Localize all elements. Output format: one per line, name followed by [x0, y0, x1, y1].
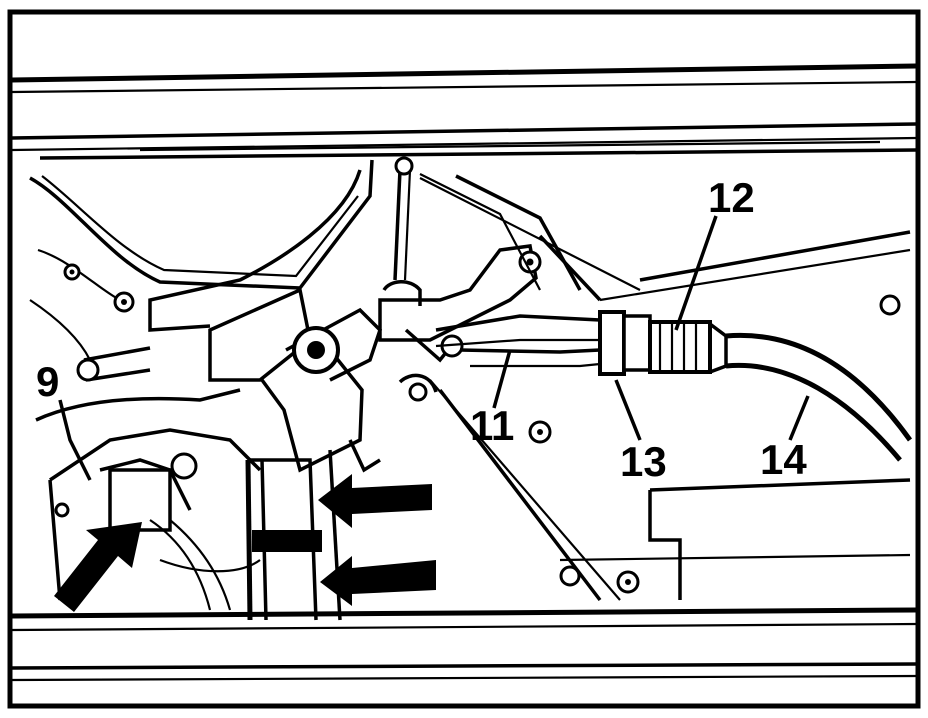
callout-11: 11 — [470, 402, 514, 449]
callout-leaders — [58, 215, 810, 481]
callout-14: 14 — [760, 436, 807, 483]
left-housing — [29, 159, 374, 382]
bottom-panel-lines — [11, 607, 917, 682]
right-panel — [419, 177, 911, 602]
top-panel-lines — [11, 63, 917, 160]
vertical-bracket — [245, 439, 381, 621]
arrow-left-lower-icon — [320, 556, 436, 606]
arrow-up-right-icon — [54, 522, 142, 612]
central-bracket-assembly — [208, 156, 621, 601]
hose-connector — [598, 310, 913, 462]
border-frame — [7, 9, 921, 709]
lower-left-module — [35, 388, 262, 611]
arrow-left-upper-icon — [318, 474, 432, 528]
callout-9: 9 — [36, 358, 59, 405]
callout-13: 13 — [620, 438, 667, 485]
callout-12: 12 — [708, 174, 755, 221]
